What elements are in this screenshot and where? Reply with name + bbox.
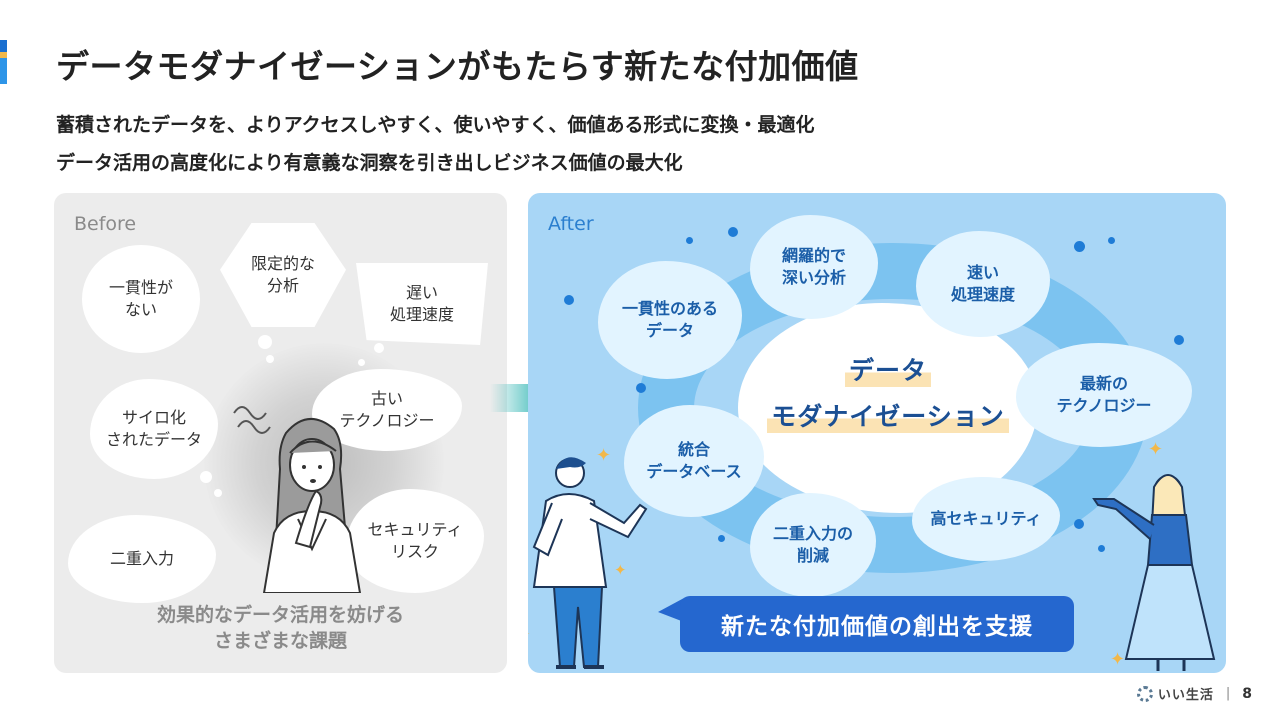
before-bubble-limited-analysis: 限定的な 分析: [220, 223, 346, 327]
after-bubble-integrated-database: 統合 データベース: [624, 405, 764, 517]
page-number: 8: [1242, 685, 1252, 702]
title-accent-bar: [0, 40, 7, 84]
after-bubble-latest-technology: 最新の テクノロジー: [1016, 343, 1192, 447]
worried-person-illustration: [233, 406, 362, 593]
before-label: Before: [74, 213, 137, 235]
woman-illustration: [1092, 474, 1216, 671]
after-bubble-fast-processing: 速い 処理速度: [916, 231, 1050, 337]
subtitle-line-2: データ活用の高度化により有意義な洞察を引き出しビジネス価値の最大化: [56, 152, 683, 174]
brand-logo-icon: [1136, 685, 1153, 702]
brand-name: いい生活: [1157, 688, 1214, 703]
center-title: データ モダナイゼーション: [738, 351, 1038, 433]
after-bubble-deep-analysis: 網羅的で 深い分析: [750, 215, 878, 319]
before-bubble-slow-processing: 遅い 処理速度: [356, 263, 488, 345]
sparkle-icon: ✦: [596, 445, 612, 466]
center-title-line-2: モダナイゼーション: [767, 397, 1009, 433]
before-bubble-double-entry: 二重入力: [68, 515, 216, 603]
support-banner: 新たな付加価値の創出を支援: [680, 596, 1074, 652]
sparkle-icon: ✦: [614, 561, 627, 579]
center-title-line-1: データ: [844, 351, 931, 387]
footer: いい生活 | 8: [1136, 684, 1252, 703]
after-bubble-high-security: 高セキュリティ: [912, 477, 1060, 561]
sparkle-icon: ✦: [1148, 439, 1164, 460]
before-panel: Before 一貫性が ない 限定的な 分析 遅い 処理速度 サイロ化 されたデ…: [54, 193, 507, 673]
man-illustration: [532, 457, 648, 669]
slide-title: データモダナイゼーションがもたらす新たな付加価値: [56, 47, 859, 86]
before-bubble-silo-data: サイロ化 されたデータ: [90, 379, 218, 479]
before-bubble-security-risk: セキュリティ リスク: [346, 489, 484, 593]
before-bubble-inconsistent: 一貫性が ない: [82, 245, 200, 353]
sparkle-icon: ✦: [1110, 649, 1126, 670]
after-bubble-consistent-data: 一貫性のある データ: [598, 261, 742, 379]
after-panel: After データ モダナイゼーション 一貫性のある データ 網羅的で 深い分析…: [528, 193, 1226, 673]
after-label: After: [548, 213, 594, 235]
subtitle-line-1: 蓄積されたデータを、よりアクセスしやすく、使いやすく、価値ある形式に変換・最適化: [56, 114, 815, 136]
sparkle-icon: ✦: [528, 627, 531, 642]
before-caption: 効果的なデータ活用を妨げる さまざまな課題: [156, 604, 404, 652]
after-bubble-reduced-double-entry: 二重入力の 削減: [750, 493, 876, 597]
